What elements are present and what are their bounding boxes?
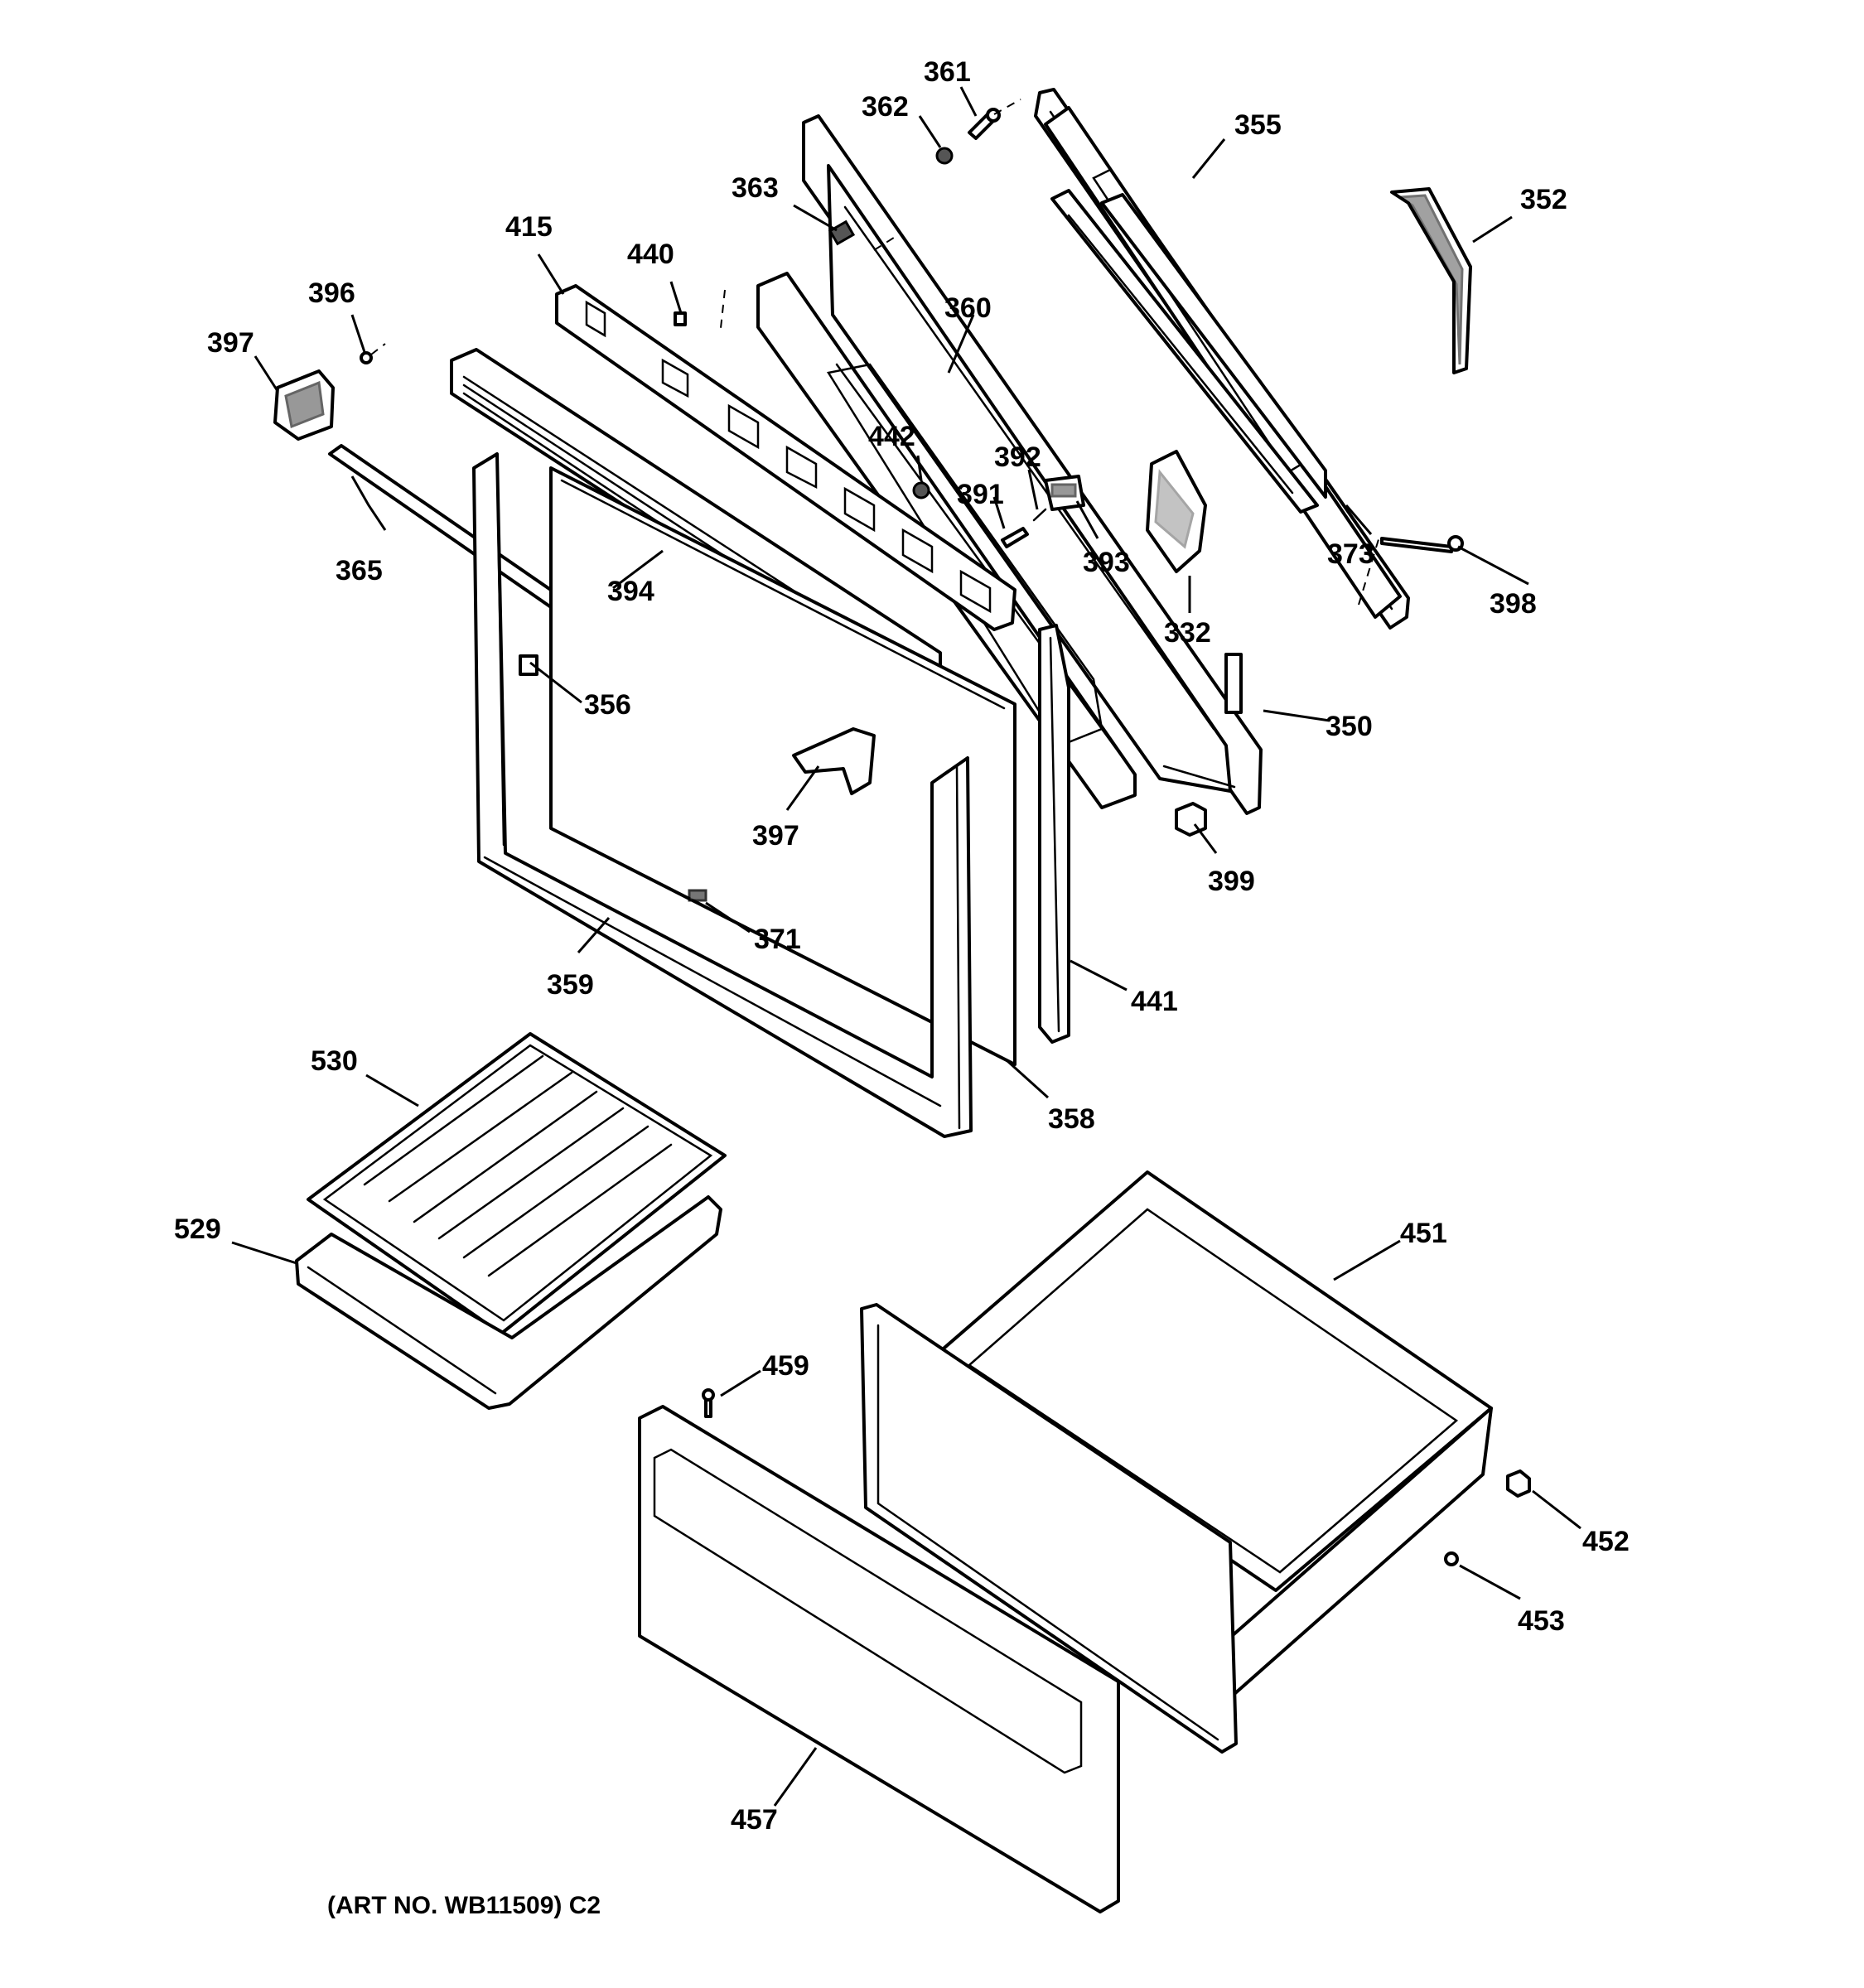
callout-397-left: 397 <box>207 327 254 359</box>
part-415-control-panel-back <box>555 284 1017 631</box>
callout-363: 363 <box>732 172 779 204</box>
part-358-glass-panel <box>549 466 1017 1066</box>
part-363-clip <box>828 220 856 246</box>
part-332-insulation <box>1146 450 1207 573</box>
callout-361: 361 <box>924 56 971 88</box>
callout-451: 451 <box>1400 1218 1447 1249</box>
part-529-broiler-pan <box>295 1195 722 1410</box>
part-440-clip <box>674 311 687 326</box>
callout-530: 530 <box>311 1045 358 1077</box>
alignment-lines <box>370 99 1380 606</box>
callout-356: 356 <box>584 689 631 721</box>
callout-362: 362 <box>862 91 909 123</box>
callout-391: 391 <box>957 479 1004 510</box>
part-442-nut <box>912 481 930 499</box>
callout-396: 396 <box>308 277 355 309</box>
callout-440: 440 <box>627 239 674 270</box>
leader-lines <box>231 86 1582 1807</box>
callout-332: 332 <box>1164 617 1211 649</box>
callout-459: 459 <box>762 1350 809 1382</box>
part-398-screw <box>1380 535 1464 553</box>
part-452-bumper <box>1506 1469 1531 1498</box>
part-352-handle <box>1390 187 1472 374</box>
part-373-window-glass <box>1050 189 1327 514</box>
callout-398: 398 <box>1490 588 1537 620</box>
part-371-clip <box>688 889 707 902</box>
part-391-clip <box>1001 527 1029 548</box>
part-396-screw <box>360 351 373 364</box>
callout-365: 365 <box>336 555 383 586</box>
part-451-drawer-box <box>860 1170 1493 1754</box>
part-441-side-strip <box>1038 624 1070 1044</box>
callout-371: 371 <box>754 924 801 955</box>
part-393-hinge-block <box>1044 475 1085 511</box>
callout-441: 441 <box>1131 986 1178 1017</box>
part-350-door-frame <box>802 114 1263 815</box>
art-number-caption: (ART NO. WB11509) C2 <box>327 1892 601 1919</box>
callout-labels: 361 362 355 352 363 415 440 396 397 360 … <box>174 56 1630 1836</box>
callout-392: 392 <box>994 442 1041 473</box>
callout-358: 358 <box>1048 1103 1095 1135</box>
part-459-screw <box>702 1388 715 1418</box>
callout-394: 394 <box>607 576 654 607</box>
part-397-bracket-left <box>273 369 335 441</box>
part-392-clip <box>1032 508 1047 522</box>
callout-355: 355 <box>1234 109 1282 141</box>
part-399-bumper <box>1175 802 1207 837</box>
callout-529: 529 <box>174 1214 221 1245</box>
callout-399: 399 <box>1208 866 1255 897</box>
callout-415: 415 <box>505 211 553 243</box>
callout-397-right: 397 <box>752 820 799 852</box>
callout-452: 452 <box>1582 1526 1630 1557</box>
callout-359: 359 <box>547 969 594 1001</box>
part-530-broiler-rack <box>307 1032 727 1335</box>
callout-453: 453 <box>1518 1605 1565 1637</box>
callout-360: 360 <box>944 292 992 324</box>
callout-442: 442 <box>868 421 915 452</box>
callout-393: 393 <box>1083 547 1130 578</box>
callout-350: 350 <box>1326 711 1373 742</box>
callout-373: 373 <box>1327 538 1374 570</box>
callout-352: 352 <box>1520 184 1567 215</box>
callout-457: 457 <box>731 1804 778 1836</box>
part-362-nut <box>935 147 954 165</box>
part-453-screw <box>1444 1551 1459 1566</box>
part-457-drawer-front <box>638 1405 1120 1913</box>
part-397-bracket-right <box>792 727 876 795</box>
part-359-door-frame <box>472 452 973 1138</box>
part-356-clip <box>519 654 538 676</box>
